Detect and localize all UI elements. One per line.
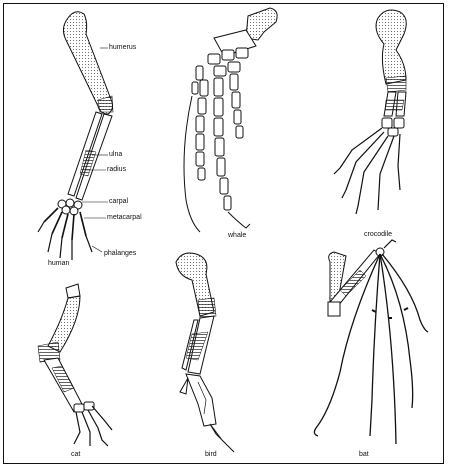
figure-frame [3, 3, 444, 464]
cat-forelimb [37, 283, 113, 447]
whale-digit-2 [195, 79, 209, 181]
human-phalanges [37, 221, 93, 260]
crocodile-digits [333, 127, 401, 215]
ulna-label: ulna [109, 151, 123, 158]
whale-digit-3 [213, 77, 232, 211]
human-caption: human [48, 260, 70, 267]
bird-wing [175, 252, 235, 453]
whale-caption: whale [228, 232, 247, 239]
radius-label: radius [107, 166, 127, 173]
whale-flipper [183, 7, 278, 233]
cat-carpals [73, 401, 95, 413]
cat-humerus-bone [47, 295, 81, 353]
phalanges-label: phalanges [104, 250, 137, 257]
bat-humerus-bone [328, 251, 347, 305]
bat-finger-bones [313, 253, 429, 445]
bat-thumb [383, 239, 397, 249]
human-arm [37, 11, 114, 260]
carpal-label: carpal [109, 198, 129, 205]
bat-wing [313, 239, 429, 445]
human-humerus-end-hatch [97, 95, 114, 113]
metacarpal-label: metacarpal [107, 214, 142, 221]
cat-digits [73, 405, 113, 447]
crocodile-forelimb [333, 9, 407, 215]
whale-digit-tip [227, 211, 251, 229]
whale-humerus-bone [245, 7, 278, 41]
human-metacarpals [43, 207, 87, 241]
cat-caption: cat [71, 451, 81, 458]
humerus-label: humerus [109, 44, 137, 51]
whale-digit-4 [229, 73, 244, 139]
crocodile-humerus-bone [375, 9, 407, 85]
whale-thin-digit [183, 95, 201, 233]
whale-carpals [207, 47, 249, 77]
crocodile-caption: crocodile [364, 231, 393, 238]
whale-digit-1 [191, 65, 204, 95]
bird-carpometacarpus [185, 373, 217, 427]
bat-caption: bat [359, 451, 369, 458]
bird-alula [179, 377, 189, 395]
bird-caption: bird [205, 451, 217, 458]
bird-digit [209, 423, 235, 453]
human-carpals [57, 198, 83, 216]
crocodile-carpals [381, 117, 405, 137]
